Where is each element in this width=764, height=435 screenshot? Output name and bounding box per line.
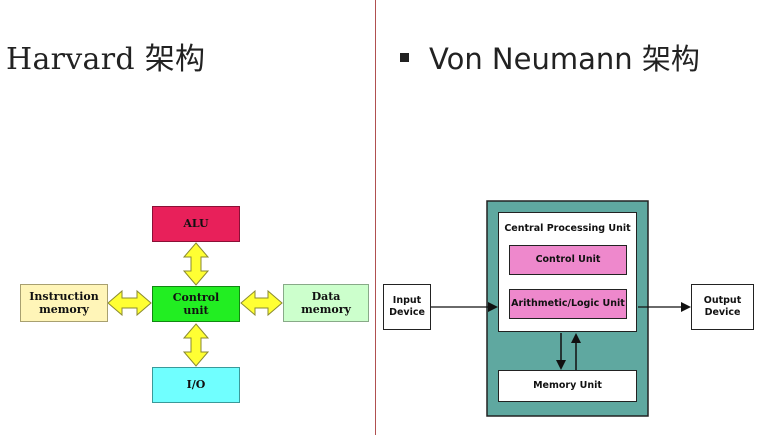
instruction-control-arrow	[107, 289, 152, 317]
bullet-icon	[400, 52, 409, 62]
vn-alu-box: Arithmetic/Logic Unit	[509, 289, 627, 319]
vn-control-unit-box: Control Unit	[509, 245, 627, 275]
memory-to-cpu-arrowhead	[571, 333, 581, 343]
von-neumann-title-text: Von Neumann 架构	[429, 42, 700, 76]
vn-input-device-box: Input Device	[383, 284, 431, 330]
cpu-label: Central Processing Unit	[504, 223, 631, 234]
input-arrowhead	[488, 302, 498, 312]
harvard-data-memory-box: Data memory	[283, 284, 369, 322]
harvard-control-unit-box: Control unit	[152, 286, 240, 322]
control-io-arrow	[182, 323, 210, 367]
vn-output-device-box: Output Device	[691, 284, 754, 330]
harvard-io-box: I/O	[152, 367, 240, 403]
von-neumann-title: Von Neumann 架构	[400, 36, 700, 78]
harvard-instruction-memory-box: Instruction memory	[20, 284, 108, 322]
cpu-to-memory-arrowhead	[556, 360, 566, 370]
output-arrowhead	[681, 302, 691, 312]
control-data-arrow	[240, 289, 283, 317]
column-divider	[375, 0, 376, 435]
harvard-title: Harvard 架构	[6, 42, 206, 77]
vn-memory-unit-box: Memory Unit	[498, 370, 637, 402]
alu-control-arrow	[182, 242, 210, 286]
harvard-alu-box: ALU	[152, 206, 240, 242]
